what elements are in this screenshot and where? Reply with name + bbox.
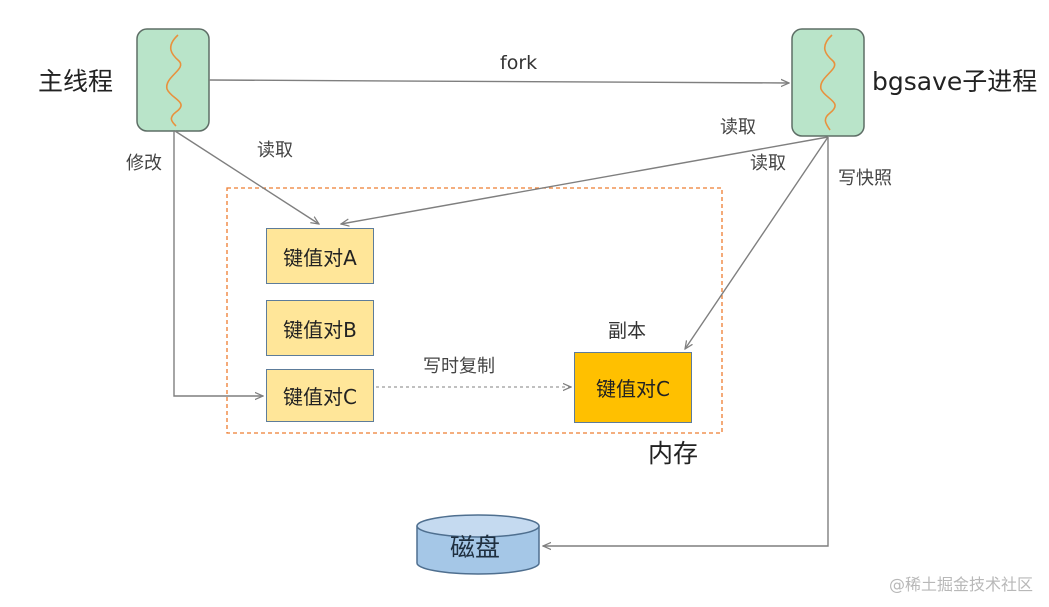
- watermark-text: @稀土掘金技术社区: [888, 575, 1033, 594]
- copy-on-write-label: 写时复制: [423, 356, 495, 377]
- main-thread-squiggle-icon: [166, 34, 182, 127]
- kv-b-box: 键值对B: [266, 300, 374, 356]
- child-process-label: bgsave子进程: [872, 67, 1038, 96]
- write-snapshot-arrow: [543, 137, 829, 546]
- disk-label: 磁盘: [450, 533, 501, 562]
- kv-a-box: 键值对A: [266, 228, 374, 284]
- main-modify-arrow: [173, 131, 263, 396]
- memory-label: 内存: [648, 439, 699, 468]
- child-process: [791, 28, 865, 137]
- fork-arrow: [208, 80, 789, 83]
- kv-c-box: 键值对C: [266, 369, 374, 422]
- memory-region: [226, 187, 723, 434]
- child-read-a-arrow: [341, 136, 829, 224]
- kv-c-copy-box: 键值对C: [574, 352, 692, 423]
- disk-cylinder: [416, 514, 540, 575]
- child-read-copy-label: 读取: [750, 153, 786, 174]
- fork-label: fork: [500, 52, 538, 74]
- child-process-squiggle-icon: [820, 34, 836, 131]
- main-modify-label: 修改: [126, 153, 162, 174]
- write-snapshot-label: 写快照: [838, 168, 892, 189]
- main-read-arrow: [174, 130, 319, 224]
- copy-label: 副本: [608, 320, 647, 342]
- main-thread-label: 主线程: [38, 67, 114, 96]
- child-read-a-label: 读取: [720, 117, 756, 138]
- main-thread-process: [136, 28, 210, 132]
- main-read-label: 读取: [257, 140, 293, 161]
- child-read-copy-arrow: [685, 136, 829, 349]
